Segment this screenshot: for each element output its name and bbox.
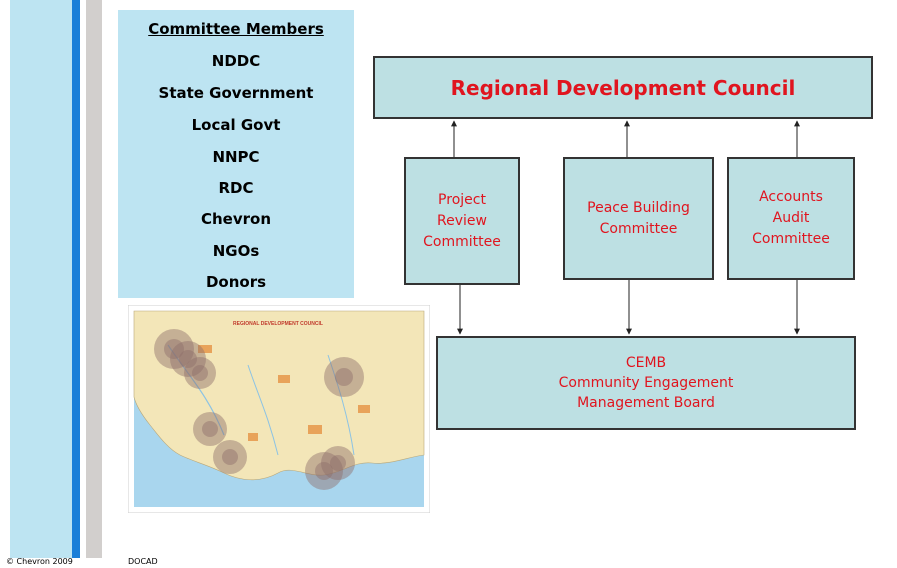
peace-building-committee-box: Peace Building Committee bbox=[563, 157, 714, 280]
cemb-label: CEMB Community Engagement Management Boa… bbox=[558, 355, 734, 411]
committee-members-panel: Committee Members NDDC State Government … bbox=[118, 10, 354, 298]
committee-members-title: Committee Members bbox=[148, 20, 324, 38]
org-text: DOCAD bbox=[128, 557, 158, 566]
member-item: NGOs bbox=[212, 242, 260, 260]
member-item: RDC bbox=[218, 179, 254, 197]
regional-development-council-box: Regional Development Council bbox=[373, 56, 873, 119]
accounts-audit-committee-box: Accounts Audit Committee bbox=[727, 157, 855, 280]
decorative-bar-light bbox=[10, 0, 72, 558]
accounts-audit-committee-label: Accounts Audit Committee bbox=[752, 189, 830, 247]
member-item: Local Govt bbox=[191, 116, 281, 134]
member-item: NDDC bbox=[211, 52, 261, 70]
decorative-bar-blue bbox=[72, 0, 80, 558]
member-item: State Government bbox=[158, 84, 314, 102]
decorative-bar-grey bbox=[86, 0, 102, 558]
member-item: Donors bbox=[205, 273, 267, 291]
member-item: Chevron bbox=[200, 210, 272, 228]
map-title: REGIONAL DEVELOPMENT COUNCIL bbox=[233, 321, 323, 327]
peace-building-committee-label: Peace Building Committee bbox=[587, 199, 690, 237]
regional-map-image: REGIONAL DEVELOPMENT COUNCIL bbox=[128, 305, 430, 513]
project-review-committee-label: Project Review Committee bbox=[423, 191, 501, 250]
regional-development-council-label: Regional Development Council bbox=[450, 75, 796, 100]
copyright-text: © Chevron 2009 bbox=[6, 557, 73, 566]
cemb-box: CEMB Community Engagement Management Boa… bbox=[436, 336, 856, 430]
project-review-committee-box: Project Review Committee bbox=[404, 157, 520, 285]
member-item: NNPC bbox=[212, 148, 260, 166]
